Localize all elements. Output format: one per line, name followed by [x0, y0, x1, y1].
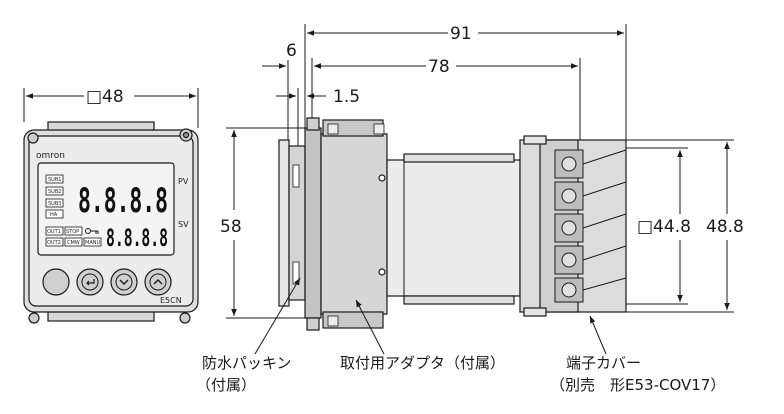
up-button[interactable] — [144, 268, 172, 296]
side-adapter — [320, 133, 388, 315]
dim-front-width — [23, 88, 199, 128]
callout-gasket-line2: （付属） — [196, 376, 256, 394]
mode-button[interactable] — [42, 268, 70, 296]
sub3-indicator: SUB3 — [48, 201, 61, 207]
side-panel-clamp — [304, 127, 322, 319]
dim-panel-label: 1.5 — [333, 87, 360, 107]
callout-cover-line1: 端子カバー — [566, 354, 641, 372]
dim-cover-outer-label: 48.8 — [706, 217, 744, 237]
screw-bottom-left-icon — [28, 312, 40, 324]
dim-total-depth-label: 91 — [450, 24, 472, 44]
manu-indicator: MANU — [85, 240, 100, 246]
dim-gasket-label: 6 — [286, 41, 297, 61]
callout-leaders — [254, 277, 607, 355]
chevron-down-icon — [119, 279, 129, 285]
front-view — [23, 121, 199, 324]
down-button[interactable] — [110, 268, 138, 296]
dim-total-depth — [304, 24, 627, 140]
screw-top-left-icon — [27, 132, 39, 144]
level-button[interactable] — [76, 268, 104, 296]
ha-indicator: HA — [50, 212, 58, 218]
key-icon — [85, 228, 99, 234]
side-view — [278, 117, 627, 331]
side-bezel — [278, 139, 290, 307]
chevron-up-icon — [153, 279, 163, 285]
dim-cover-inner-label: □44.8 — [637, 217, 691, 237]
brand-logo: omron — [36, 151, 65, 161]
screw-bottom-right-icon — [179, 312, 191, 324]
side-housing — [386, 159, 521, 297]
callout-cover-line2: （別売 形E53-COV17） — [550, 376, 725, 394]
pv-label: PV — [178, 177, 189, 186]
return-arrow-icon — [86, 279, 95, 286]
dim-body-depth-label: 78 — [428, 57, 450, 77]
sv-label: SV — [178, 220, 189, 229]
dim-panel — [276, 88, 326, 146]
terminal-block — [554, 149, 627, 303]
sub1-indicator: SUB1 — [48, 177, 61, 183]
callout-gasket-line1: 防水パッキン — [202, 354, 292, 372]
sub2-indicator: SUB2 — [48, 189, 61, 195]
callout-adapter: 取付用アダプタ（付属） — [340, 354, 505, 372]
stop-indicator: STOP — [66, 229, 79, 235]
cmw-indicator: CMW — [67, 240, 80, 246]
dim-front-width-label: □48 — [86, 87, 124, 107]
dim-cover — [626, 139, 734, 313]
out2-indicator: OUT2 — [47, 240, 61, 246]
model-label: E5CN — [160, 296, 182, 305]
pv-display: 8.8.8.8 — [78, 181, 168, 221]
dim-height-label: 58 — [220, 217, 242, 237]
dim-gasket — [262, 60, 330, 140]
dim-height — [226, 127, 305, 319]
dim-body-depth — [311, 58, 581, 140]
sv-display: 8.8.8.8 — [106, 224, 168, 252]
out1-indicator: OUT1 — [47, 229, 61, 235]
